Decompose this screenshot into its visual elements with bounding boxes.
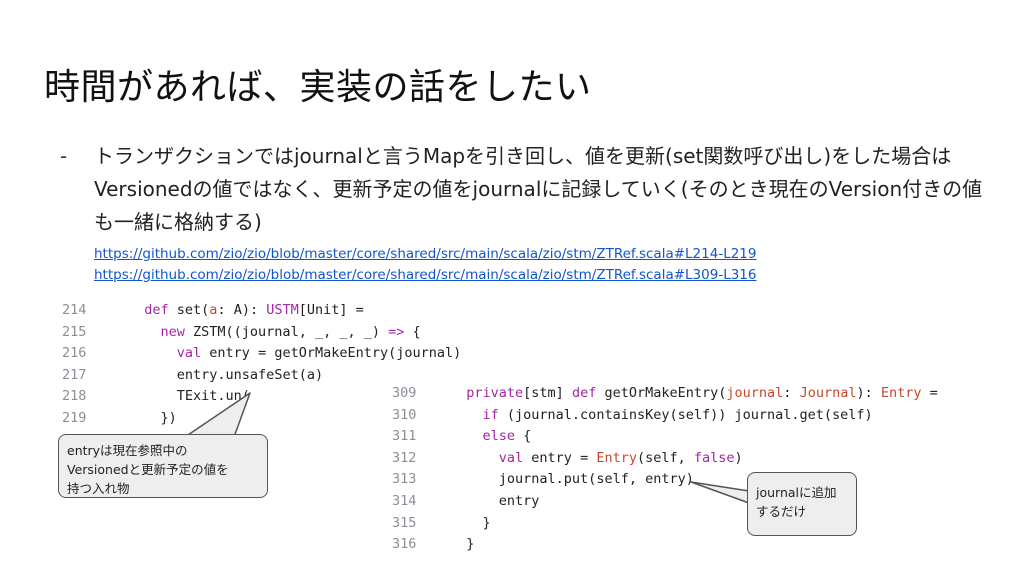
line-number: 215 — [62, 323, 87, 340]
line-number: 218 — [62, 388, 87, 405]
code-indent — [128, 324, 161, 340]
code-line: private[stm] def getOrMakeEntry(journal:… — [450, 382, 938, 404]
code-token: getOrMakeEntry( — [604, 385, 727, 401]
code-token: }) — [160, 410, 177, 426]
code-token: (journal.containsKey(self)) journal.get(… — [498, 406, 873, 423]
code-token: ) — [734, 449, 743, 466]
code-token: (self, — [636, 449, 694, 466]
code-token: a — [209, 302, 218, 318]
callout-journal-line: journalに追加 — [756, 485, 837, 500]
code-token: entry.unsafeSet(a) — [176, 366, 324, 383]
line-number: 312 — [392, 449, 417, 466]
callout-entry-line: entryは現在参照中の — [67, 443, 188, 458]
code-indent — [128, 302, 144, 318]
code-token: val — [498, 449, 532, 466]
code-indent — [128, 345, 177, 361]
line-number: 216 — [62, 345, 87, 362]
code-indent — [450, 450, 499, 466]
callout-journal-note: journalに追加 するだけ — [747, 472, 857, 536]
code-indent — [450, 385, 466, 401]
slide-title: 時間があれば、実装の話をしたい — [44, 67, 592, 108]
code-line: } — [450, 533, 474, 555]
code-token: def — [144, 302, 177, 318]
code-token: [Unit] = — [298, 302, 364, 318]
callout-entry-note: entryは現在参照中の Versionedと更新予定の値を 持つ入れ物 — [58, 434, 268, 498]
code-token: TExit.un( — [176, 388, 250, 405]
bullet-marker: - — [60, 144, 68, 168]
code-token: journal.put(self, entry) — [498, 471, 694, 488]
code-token: set( — [176, 302, 210, 318]
code-indent — [450, 515, 483, 531]
line-number: 313 — [392, 471, 417, 488]
code-token: false — [693, 449, 735, 466]
code-line: }) — [128, 407, 177, 429]
code-token: Entry — [596, 449, 637, 466]
line-number: 310 — [392, 406, 417, 423]
line-number: 314 — [392, 493, 417, 509]
code-token: journal — [726, 385, 784, 401]
line-number: 315 — [392, 514, 417, 531]
callout-journal-line: するだけ — [756, 504, 807, 519]
code-token: USTM — [266, 302, 299, 318]
code-line: else { — [450, 425, 532, 447]
line-number: 316 — [392, 536, 417, 553]
code-indent — [128, 388, 177, 404]
callout-entry-line: 持つ入れ物 — [67, 481, 130, 496]
code-line: entry — [450, 490, 540, 512]
source-link-1[interactable]: https://github.com/zio/zio/blob/master/c… — [94, 246, 757, 262]
callout-entry-line: Versionedと更新予定の値を — [67, 462, 229, 477]
code-line: def set(a: A): USTM[Unit] = — [128, 299, 364, 321]
code-indent — [450, 428, 483, 444]
code-token: def — [571, 385, 605, 401]
code-line: journal.put(self, entry) — [450, 468, 694, 490]
code-token: } — [482, 514, 491, 531]
code-indent — [128, 410, 161, 426]
code-line: val entry = getOrMakeEntry(journal) — [128, 342, 461, 364]
callout-right-pointer — [690, 481, 750, 504]
code-token: { — [515, 428, 532, 445]
code-token: => — [388, 323, 405, 340]
code-line: if (journal.containsKey(self)) journal.g… — [450, 404, 873, 426]
code-line: new ZSTM((journal, _, _, _) => { — [128, 321, 421, 343]
code-token: else — [482, 428, 516, 445]
code-token: [stm] — [523, 385, 572, 401]
code-token: { — [404, 323, 421, 340]
code-indent — [128, 367, 177, 383]
source-link-2[interactable]: https://github.com/zio/zio/blob/master/c… — [94, 267, 757, 283]
code-indent — [450, 471, 499, 487]
code-token: } — [466, 536, 475, 553]
code-indent — [450, 407, 483, 423]
code-token: private — [466, 385, 524, 401]
code-token: new — [160, 323, 194, 340]
line-number: 219 — [62, 410, 87, 426]
line-number: 217 — [62, 366, 87, 383]
line-number: 311 — [392, 428, 417, 445]
code-token: val — [176, 345, 210, 362]
code-indent — [450, 536, 466, 552]
source-links: https://github.com/zio/zio/blob/master/c… — [94, 244, 756, 286]
code-token: ZSTM((journal, _, _, _) — [193, 323, 389, 340]
line-number: 214 — [62, 302, 87, 318]
code-token: if — [482, 406, 499, 423]
code-token: Entry — [880, 385, 922, 401]
code-token: Journal — [799, 385, 857, 401]
line-number: 309 — [392, 385, 417, 401]
code-indent — [450, 493, 499, 509]
code-line: TExit.un( — [128, 385, 250, 407]
code-token: entry — [498, 493, 540, 509]
bullet-text: トランザクションではjournalと言うMapを引き回し、値を更新(set関数呼… — [94, 144, 983, 234]
code-token: : A): — [217, 302, 267, 318]
code-token: ): — [856, 385, 881, 401]
code-line: entry.unsafeSet(a) — [128, 364, 323, 386]
code-line: val entry = Entry(self, false) — [450, 447, 743, 469]
code-token: entry = — [531, 449, 597, 466]
code-line: } — [450, 512, 491, 534]
code-token: entry = getOrMakeEntry(journal) — [209, 345, 462, 362]
code-token: = — [921, 385, 938, 401]
code-token: : — [783, 385, 800, 401]
